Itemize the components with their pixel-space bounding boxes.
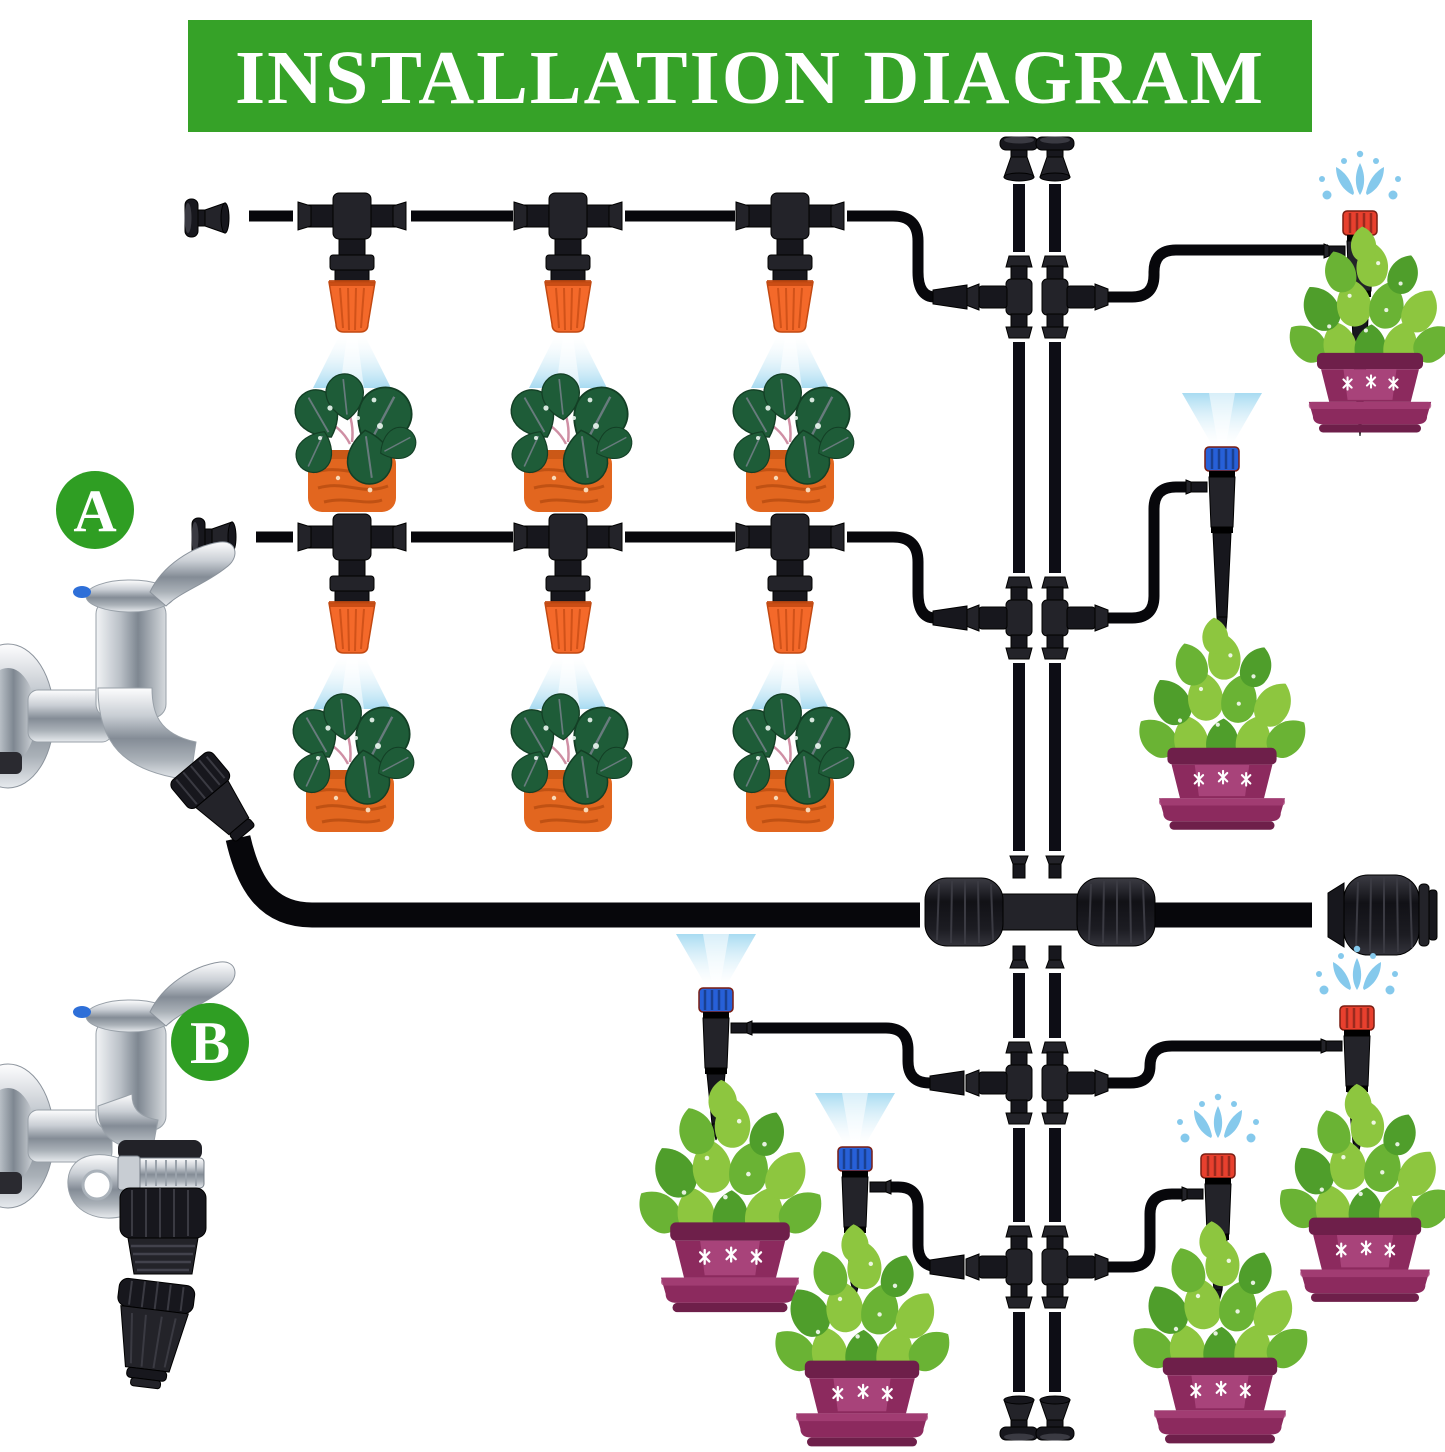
- loose-lock-nut-icon: [117, 1277, 196, 1390]
- faucet-a-label: A: [73, 478, 116, 544]
- plant-orange-pot-icon: [288, 372, 422, 512]
- mist-nozzle-icon: [735, 513, 845, 654]
- tee-connector-icon: [965, 576, 1033, 660]
- end-coupler-icon: [1327, 874, 1438, 956]
- mist-nozzle-icon: [513, 513, 623, 654]
- end-plug-icon: [999, 1395, 1039, 1441]
- plant-purple-pot-icon: [765, 1223, 959, 1446]
- faucet-a-icon: [0, 541, 255, 842]
- mist-nozzle-icon: [297, 513, 407, 654]
- end-plug-icon: [1035, 1395, 1075, 1441]
- tee-connector-icon: [965, 255, 1033, 339]
- blue-dripper2-feed-tube: [887, 1181, 941, 1273]
- row3-to-red-dripper-tube: [1108, 1040, 1324, 1089]
- tee-connector-icon: [1041, 1225, 1109, 1309]
- tubing-network: [225, 184, 1328, 1392]
- tube-adapter-icon: [929, 1254, 965, 1280]
- plant-orange-pot-icon: [726, 692, 860, 832]
- row1-tube-bend: [847, 210, 936, 303]
- end-plug-icon: [999, 136, 1039, 182]
- four-outlet-manifold-icon: [924, 855, 1156, 969]
- washer-icon: [118, 1140, 202, 1160]
- plants: [286, 226, 1445, 1447]
- faucet-a-badge: [56, 471, 134, 549]
- faucet-a-quick-connector-icon: [170, 751, 255, 842]
- tube-adapter-icon: [929, 1070, 965, 1096]
- faucet-b-label: B: [190, 1010, 230, 1076]
- plant-purple-pot-icon: [1270, 1083, 1445, 1302]
- row2-tube-bend: [847, 531, 936, 624]
- plant-purple-pot-icon: [629, 1079, 832, 1312]
- title-banner: [188, 20, 1312, 132]
- plant-orange-pot-icon: [504, 372, 638, 512]
- faucet-a-blue-dot: [73, 586, 91, 598]
- hose-clamp-icon: [117, 1155, 205, 1191]
- row1-end-plug-icon: [184, 198, 230, 238]
- tee-connector-icon: [1041, 576, 1109, 660]
- row4-to-red-dripper-tube: [1108, 1188, 1186, 1273]
- end-plug-icon: [1035, 136, 1075, 182]
- plant-purple-pot-icon: [1129, 617, 1315, 830]
- row2-to-blue-dripper-tube: [1108, 481, 1190, 624]
- tube-adapter-icon: [932, 284, 968, 310]
- main-supply-tube: [225, 835, 920, 928]
- tee-connector-icon: [1041, 255, 1109, 339]
- plant-orange-pot-icon: [504, 692, 638, 832]
- plant-orange-pot-icon: [286, 692, 420, 832]
- mist-nozzle-icon: [297, 192, 407, 333]
- page-title: INSTALLATION DIAGRAM: [235, 36, 1265, 120]
- vertical-distribution-pipes: [1013, 184, 1061, 1392]
- faucet-b-icon: [0, 961, 236, 1390]
- blue-dripper1-feed-tube: [748, 1022, 931, 1089]
- fittings: [184, 136, 1438, 1441]
- threaded-adapter-icon: [119, 1187, 207, 1275]
- tube-adapter-icon: [932, 605, 968, 631]
- mist-nozzle-icon: [735, 192, 845, 333]
- faucet-b-badge: [171, 1003, 249, 1081]
- plant-orange-pot-icon: [726, 372, 860, 512]
- mist-nozzle-icon: [513, 192, 623, 333]
- row1-to-red-dripper-tube: [1108, 244, 1328, 303]
- tee-connector-icon: [1041, 1041, 1109, 1125]
- tee-connector-icon: [965, 1041, 1033, 1125]
- faucet-b-blue-dot: [73, 1006, 91, 1018]
- tee-connector-icon: [965, 1225, 1033, 1309]
